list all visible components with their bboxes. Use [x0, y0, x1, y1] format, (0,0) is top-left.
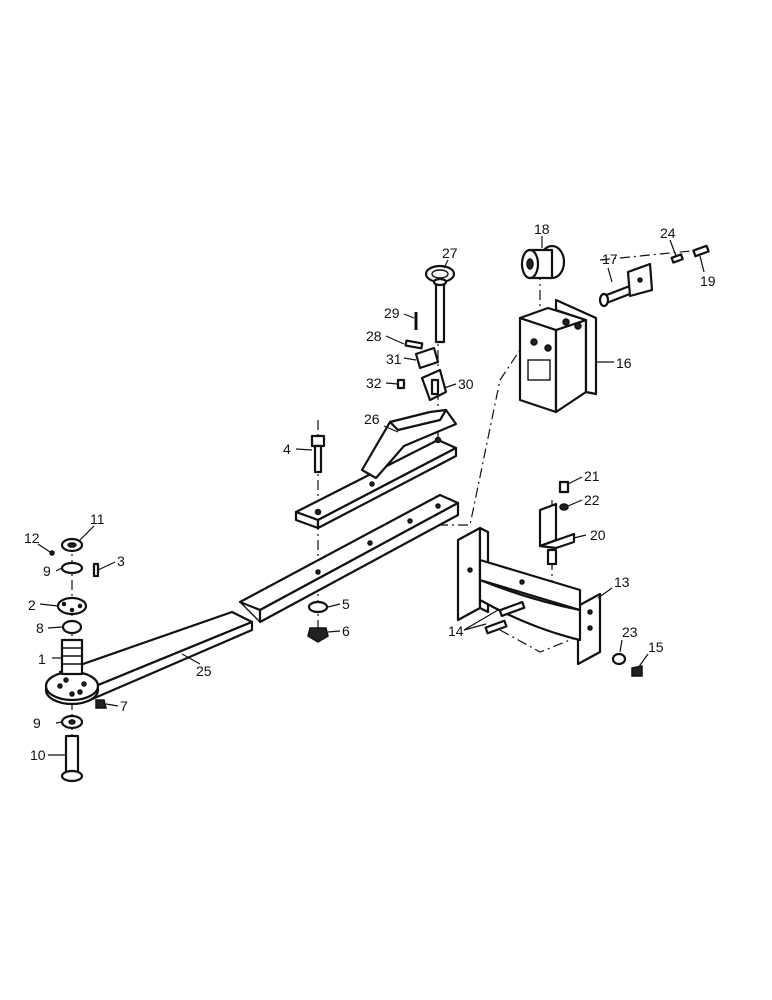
callout-30: 30 [458, 376, 474, 392]
callout-15: 15 [648, 639, 664, 655]
callout-27: 27 [442, 245, 458, 261]
callout-16: 16 [616, 355, 632, 371]
drawbar-beam [238, 493, 460, 624]
callout-26: 26 [364, 411, 380, 427]
callout-20: 20 [590, 527, 606, 543]
callout-22: 22 [584, 492, 600, 508]
center-lines [71, 249, 701, 780]
callout-14: 14 [448, 623, 464, 639]
callout-25: 25 [196, 663, 212, 679]
callout-12: 12 [24, 530, 40, 546]
hitch-bracket [294, 408, 458, 530]
receiver-plate [518, 298, 598, 414]
roller-pin [598, 262, 654, 308]
callout-17: 17 [602, 251, 618, 267]
callout-18: 18 [534, 221, 550, 237]
callout-3: 3 [117, 553, 125, 569]
callout-28: 28 [366, 328, 382, 344]
callout-7: 7 [120, 698, 128, 714]
callout-4: 4 [283, 441, 291, 457]
callout-29: 29 [384, 305, 400, 321]
callout-23: 23 [622, 624, 638, 640]
callout-21: 21 [584, 468, 600, 484]
callout-19: 19 [700, 273, 716, 289]
callout-6: 6 [342, 623, 350, 639]
pin-retainer-hardware [396, 312, 448, 402]
rear-bracket [456, 526, 602, 666]
callout-1: 1 [38, 651, 46, 667]
callout-9-upper: 9 [43, 563, 51, 579]
washer-nut [307, 600, 329, 643]
callout-5: 5 [342, 596, 350, 612]
callout-32: 32 [366, 375, 382, 391]
bolt [310, 434, 326, 474]
leader-lines [37, 236, 705, 756]
callout-10: 10 [30, 747, 46, 763]
callout-31: 31 [386, 351, 402, 367]
roller [520, 244, 566, 280]
callout-9-lower: 9 [33, 715, 41, 731]
pin-hardware [670, 244, 710, 264]
callout-13: 13 [614, 574, 630, 590]
hitch-pin [424, 264, 456, 344]
callout-labels: 1 2 3 4 5 6 7 8 9 9 10 11 12 13 14 15 16… [24, 221, 716, 763]
callout-24: 24 [660, 225, 676, 241]
callout-8: 8 [36, 620, 44, 636]
callout-11: 11 [90, 511, 105, 527]
clamp-hardware [484, 480, 643, 677]
callout-2: 2 [28, 597, 36, 613]
